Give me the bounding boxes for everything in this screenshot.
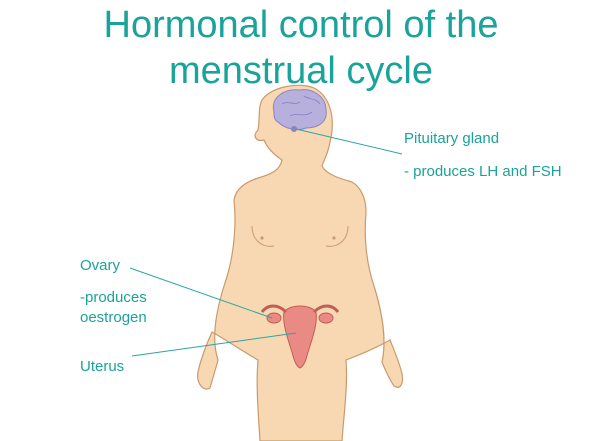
right-breast-outline [325,225,349,247]
fallopian-tube-right [312,304,340,314]
label-pituitary-gland: Pituitary gland [404,130,500,147]
pituitary-gland-icon [291,126,297,132]
label-pituitary-description: - produces LH and FSH [404,163,562,180]
brain-folds [281,95,321,117]
left-nipple [260,236,264,240]
ovary-right-icon [318,312,334,324]
leader-line-uterus [131,332,297,357]
label-ovary-description: -produces oestrogen [80,289,147,326]
leader-line-ovary [129,267,273,319]
label-uterus: Uterus [80,358,125,375]
left-breast-outline [251,225,275,247]
body-silhouette [197,84,404,441]
fallopian-tube-left [260,304,288,314]
brain-icon [272,89,327,131]
label-ovary: Ovary [80,257,121,274]
title-line-1: Hormonal control of the [103,4,499,46]
leader-line-pituitary [295,128,403,155]
ovary-left-icon [266,312,282,324]
diagram-title: Hormonal control of the menstrual cycle [0,2,602,94]
right-nipple [332,236,336,240]
